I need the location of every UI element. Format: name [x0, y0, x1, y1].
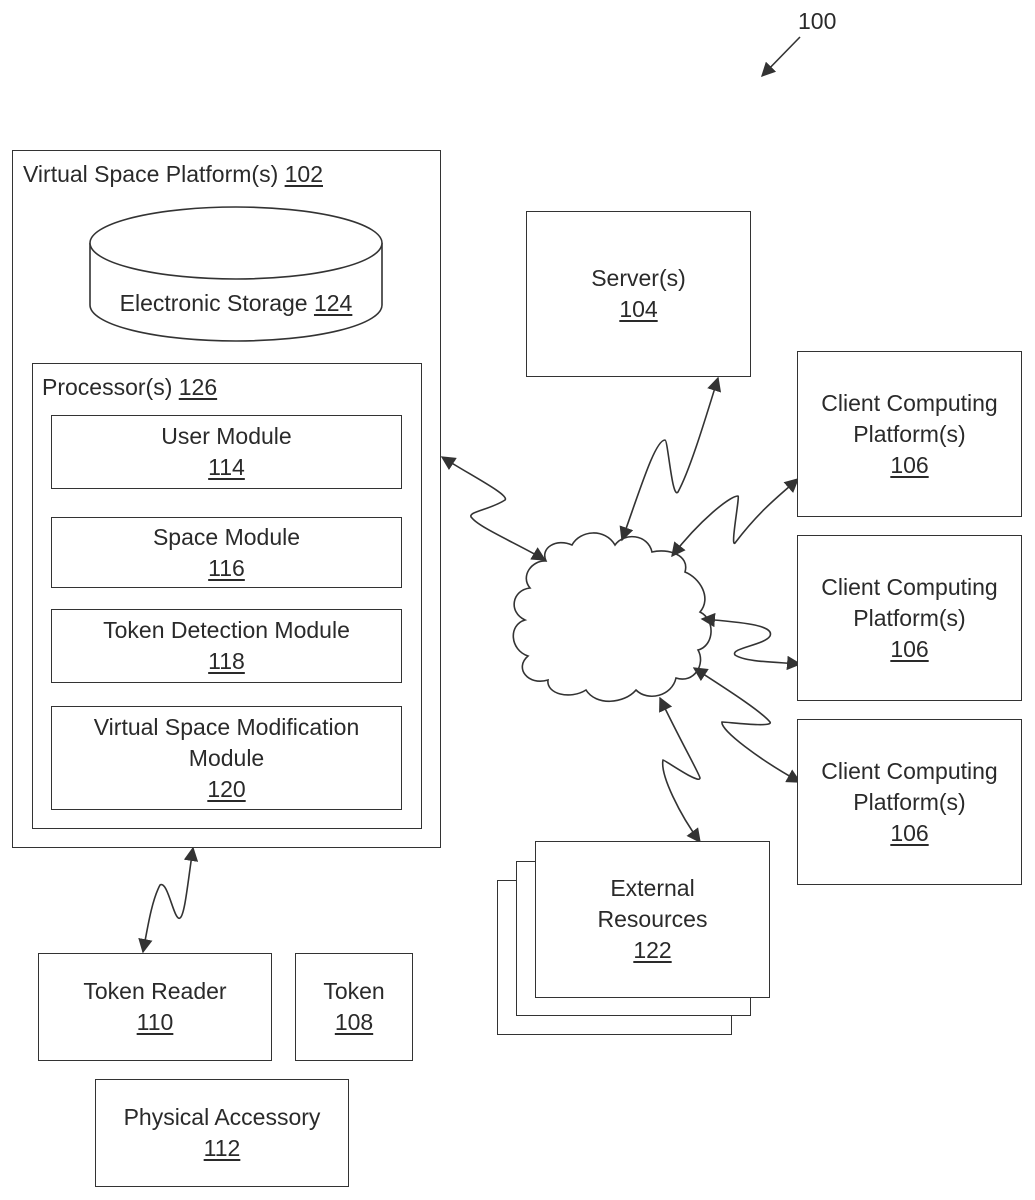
platform-title: Virtual Space Platform(s) 102	[23, 159, 323, 190]
token-reader-ref: 110	[137, 1007, 174, 1038]
external-ref: 122	[633, 935, 671, 966]
client-title: Client Computing	[821, 756, 997, 787]
accessory-title: Physical Accessory	[124, 1102, 321, 1133]
wire-client2-network	[702, 619, 800, 664]
module-ref: 118	[208, 646, 245, 677]
module-name: Token Detection Module	[103, 615, 350, 646]
storage-ref: 124	[314, 290, 352, 316]
storage-title: Electronic Storage	[120, 290, 308, 316]
electronic-storage-icon[interactable]	[88, 205, 384, 345]
module-user[interactable]: User Module 114	[51, 415, 402, 489]
server-box[interactable]: Server(s) 104	[526, 211, 751, 377]
client-title: Client Computing	[821, 388, 997, 419]
client-title: Client Computing	[821, 572, 997, 603]
client-ref: 106	[890, 450, 928, 481]
client-title-line2: Platform(s)	[853, 603, 965, 634]
module-virtual-space-modification[interactable]: Virtual Space Modification Module 120	[51, 706, 402, 810]
figure-ref-number: 100	[798, 6, 836, 37]
client-platform-2[interactable]: Client Computing Platform(s) 106	[797, 535, 1022, 701]
token-title: Token	[323, 976, 384, 1007]
wire-platform-network	[442, 457, 545, 560]
external-title: External	[610, 873, 694, 904]
external-title-line2: Resources	[598, 904, 708, 935]
client-platform-3[interactable]: Client Computing Platform(s) 106	[797, 719, 1022, 885]
platform-ref: 102	[285, 161, 323, 187]
client-title-line2: Platform(s)	[853, 419, 965, 450]
wire-server-network	[622, 378, 718, 540]
physical-accessory[interactable]: Physical Accessory 112	[95, 1079, 349, 1187]
client-ref: 106	[890, 634, 928, 665]
client-title-line2: Platform(s)	[853, 787, 965, 818]
wire-client3-network	[694, 668, 800, 782]
module-ref: 116	[208, 553, 245, 584]
server-title: Server(s)	[591, 263, 686, 294]
module-ref: 114	[208, 452, 245, 483]
module-name: Space Module	[153, 522, 300, 553]
module-ref: 120	[207, 774, 245, 805]
external-resources[interactable]: External Resources 122	[535, 841, 770, 998]
module-space[interactable]: Space Module 116	[51, 517, 402, 588]
figure-ref-arrow	[762, 37, 800, 76]
token-reader[interactable]: Token Reader 110	[38, 953, 272, 1061]
token-reader-title: Token Reader	[83, 976, 226, 1007]
wire-client1-network	[672, 479, 798, 556]
wire-platform-token-reader	[143, 848, 193, 952]
storage-label: Electronic Storage 124	[88, 288, 384, 319]
module-token-detection[interactable]: Token Detection Module 118	[51, 609, 402, 683]
processor-title: Processor(s) 126	[42, 372, 217, 403]
processor-ref: 126	[179, 374, 217, 400]
token-ref: 108	[335, 1007, 373, 1038]
network-cloud-icon	[513, 533, 711, 701]
token[interactable]: Token 108	[295, 953, 413, 1061]
server-ref: 104	[619, 294, 657, 325]
processor-title-text: Processor(s)	[42, 374, 172, 400]
client-ref: 106	[890, 818, 928, 849]
client-platform-1[interactable]: Client Computing Platform(s) 106	[797, 351, 1022, 517]
module-name: User Module	[161, 421, 291, 452]
accessory-ref: 112	[204, 1133, 241, 1164]
platform-title-text: Virtual Space Platform(s)	[23, 161, 278, 187]
wire-external-network	[660, 698, 700, 842]
module-name: Virtual Space Modification	[94, 712, 360, 743]
module-name-line2: Module	[189, 743, 264, 774]
